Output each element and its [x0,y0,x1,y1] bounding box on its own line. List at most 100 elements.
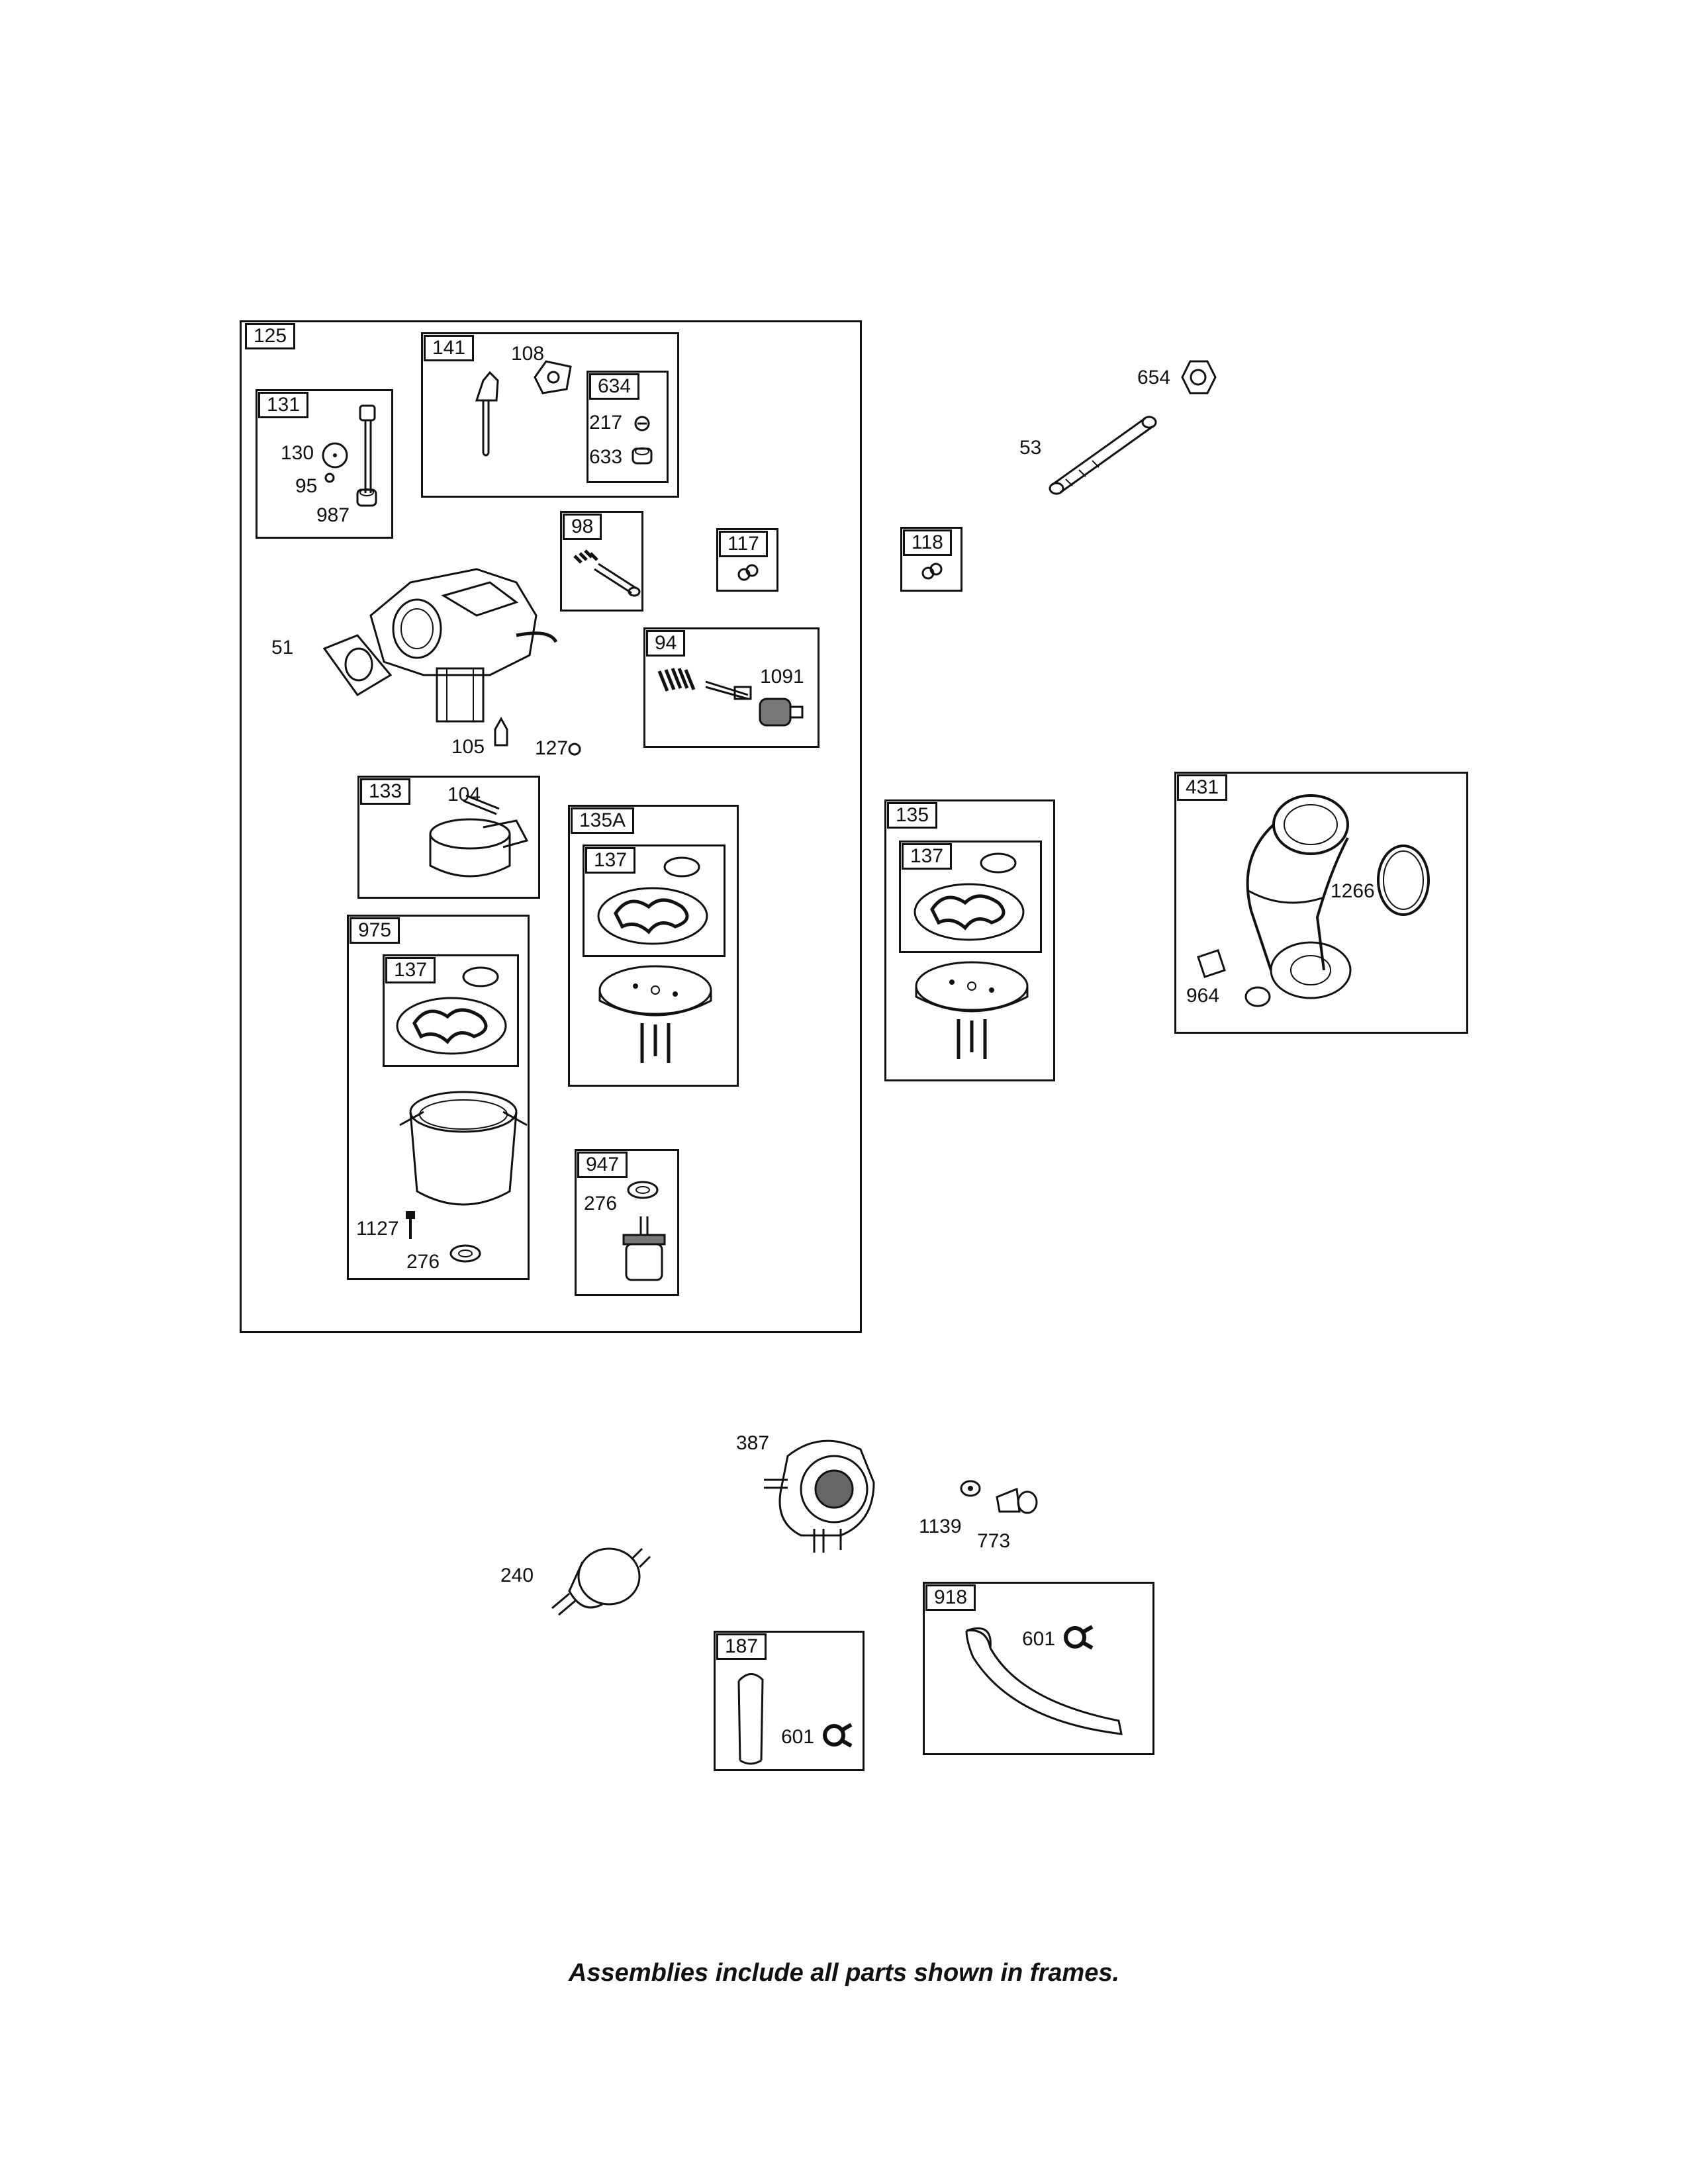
choke-screw-icon [324,473,335,483]
nut-117-icon [737,564,759,581]
frame-135 [884,799,1055,1081]
choke-bushing-icon [356,488,377,507]
label-633: 633 [589,446,623,468]
fuel-hose-187-icon [737,1673,764,1765]
frame-tag-118: 118 [903,529,952,556]
fuel-filter-240-icon [551,1547,651,1616]
frame-tag-98: 98 [563,514,602,540]
frame-tag-975: 975 [350,917,400,944]
fuel-pump-387-icon [764,1439,875,1553]
frame-117 [716,528,778,592]
frame-125 [240,320,862,1333]
label-1127: 1127 [356,1218,399,1240]
frame-131 [256,389,393,539]
frame-tag-947: 947 [577,1152,628,1178]
label-108: 108 [511,343,545,365]
frame-137-c [383,954,519,1067]
label-95: 95 [295,475,318,497]
frame-947 [575,1149,679,1296]
label-276-a: 276 [406,1251,440,1273]
frame-137-b [899,841,1042,953]
choke-shaft-icon [359,404,376,493]
frame-tag-131: 131 [258,392,309,418]
label-987: 987 [316,504,350,526]
frame-431 [1174,772,1468,1034]
frame-tag-117: 117 [719,531,768,557]
frame-94 [643,627,820,748]
label-1091: 1091 [760,666,804,688]
frame-tag-137-c: 137 [385,957,436,983]
frame-98 [560,511,643,612]
washer-276-a-icon [449,1244,481,1263]
throttle-shaft-icon [475,371,499,457]
solenoid-1091-icon [759,698,804,727]
fuel-bowl-975-icon [399,1091,528,1206]
label-240: 240 [500,1565,534,1586]
spring-94-icon [657,668,696,692]
frame-137-a [583,844,726,957]
label-654: 654 [1137,367,1171,388]
nut-118-icon [921,563,943,580]
label-964: 964 [1186,985,1220,1007]
throttle-plate-icon [534,360,572,394]
hose-clamp-601-a-icon [823,1723,853,1748]
pin-94-icon [705,680,752,700]
gasket-137-a-icon [597,856,708,945]
frame-tag-135: 135 [887,802,938,829]
gasket-137-c-icon [396,966,507,1055]
carburetor-icon [322,568,558,723]
frame-tag-634: 634 [589,373,640,400]
label-217: 217 [589,412,623,433]
frame-tag-187: 187 [716,1633,767,1660]
idle-screw-icon [573,549,641,597]
solenoid-947-icon [622,1216,666,1281]
clip-127-icon [568,743,581,756]
frame-tag-135A: 135A [571,807,635,834]
frame-187 [714,1631,865,1771]
label-53: 53 [1019,437,1042,459]
label-105: 105 [451,736,485,758]
intake-elbow-431-icon [1197,794,1430,1007]
washer-276-b-icon [627,1181,659,1199]
frame-135A [568,805,739,1087]
label-127: 127 [535,737,569,759]
gasket-137-b-icon [914,852,1025,941]
frame-tag-137-b: 137 [902,843,953,870]
label-601-a: 601 [781,1726,815,1748]
frame-tag-431: 431 [1177,774,1228,801]
label-130: 130 [281,442,314,464]
label-51: 51 [271,637,294,659]
fuel-bowl-plate-135A-icon [598,965,712,1063]
diagram-caption: Assemblies include all parts shown in fr… [568,1959,1120,1987]
frame-tag-125: 125 [245,323,296,349]
label-773: 773 [977,1530,1011,1552]
frame-118 [900,527,962,592]
screw-217-icon [634,416,650,432]
needle-105-icon [494,716,508,747]
frame-tag-918: 918 [925,1584,976,1611]
label-276-b: 276 [584,1193,618,1214]
nut-654-icon [1181,360,1217,394]
hose-clamp-601-b-icon [1064,1625,1094,1650]
frame-975 [347,915,530,1280]
frame-634 [586,371,669,483]
fitting-773-icon [996,1487,1038,1514]
frame-918 [923,1582,1154,1755]
fuel-hose-918-icon [965,1627,1123,1735]
label-1266: 1266 [1331,880,1375,902]
bushing-633-icon [632,447,653,465]
frame-tag-141: 141 [424,335,475,361]
frame-tag-133: 133 [360,778,411,805]
washer-1139-icon [960,1480,981,1497]
frame-133 [357,776,540,899]
float-133-icon [429,794,529,878]
fuel-bowl-plate-135-icon [915,961,1029,1059]
frame-tag-137-a: 137 [585,847,636,874]
stud-53-icon [1049,416,1157,495]
bowl-screw-1127-icon [406,1211,415,1239]
choke-plate-icon [322,442,348,469]
label-1139: 1139 [919,1516,962,1537]
frame-141 [421,332,679,498]
frame-tag-94: 94 [646,630,686,657]
label-601-b: 601 [1022,1628,1056,1650]
